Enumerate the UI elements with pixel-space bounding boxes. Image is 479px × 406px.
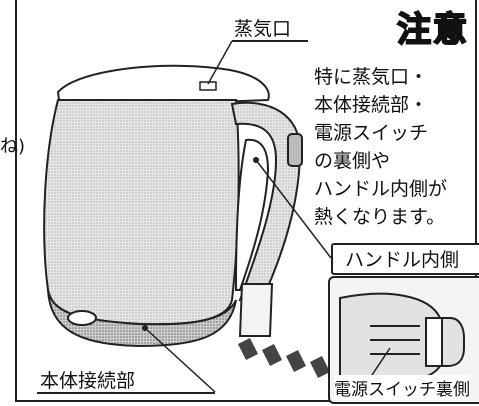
handle-leader-dot: [253, 157, 259, 163]
steam-vent: [199, 81, 217, 91]
note-line: 特に蒸気口・: [314, 66, 429, 88]
steam-vent-label: 蒸気口: [234, 18, 292, 40]
note-line: 電源スイッチ: [314, 122, 429, 144]
base-leader-dot: [142, 325, 148, 331]
base-label-underline: [37, 392, 215, 394]
note-line: の裏側や: [314, 150, 391, 172]
detail-arrow: [238, 338, 330, 378]
handle-leader: [255, 159, 332, 259]
handle-inner-label: ハンドル内側: [331, 243, 479, 275]
base-indicator: [67, 310, 97, 326]
steam-leader: [207, 40, 233, 85]
handle-opening: [234, 138, 270, 291]
diagram-frame: [15, 0, 477, 402]
body-connector-label: 本体接続部: [40, 370, 136, 392]
note-line: ハンドル内側が: [314, 178, 448, 200]
caution-note: 特に蒸気口・ 本体接続部・ 電源スイッチ の裏側や ハンドル内側が 熱くなります…: [314, 63, 447, 231]
connector-clip: [238, 283, 274, 337]
power-switch-back-label: 電源スイッチ裏側: [334, 375, 470, 400]
power-switch: [287, 133, 303, 167]
note-line: 本体接続部・: [314, 94, 429, 116]
base-leader: [144, 327, 216, 393]
steam-label-underline: [232, 40, 308, 42]
kettle-body: [43, 99, 240, 326]
left-edge-text: ね): [0, 136, 26, 157]
note-line: 熱くなります。: [314, 206, 446, 228]
caution-title: 注意: [396, 9, 469, 51]
